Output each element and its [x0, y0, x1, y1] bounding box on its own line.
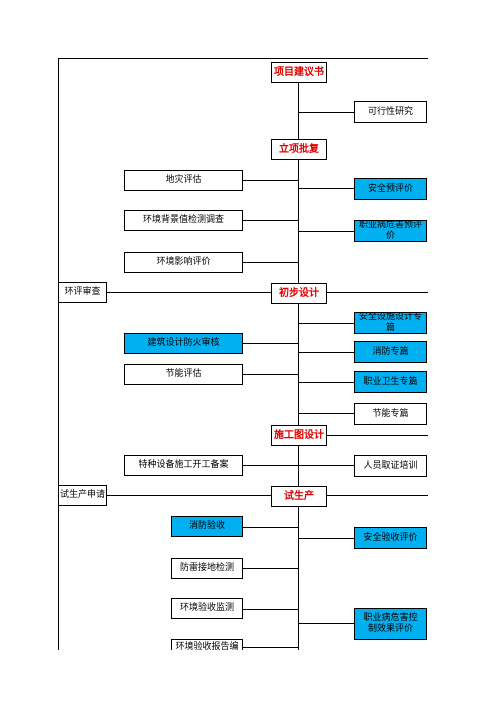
conn-energy-chapter [298, 413, 354, 414]
preliminary-line [106, 292, 428, 293]
box-fire-acceptance: 消防验收 [171, 516, 243, 537]
conn-fire-review [243, 343, 298, 344]
box-lightning: 防雷接地检测 [171, 558, 243, 579]
phase-approval: 立项批复 [271, 139, 327, 160]
box-energy-chapter: 节能专篇 [354, 403, 427, 425]
conn-energy-assessment [243, 374, 298, 375]
box-personnel-training: 人员取证培训 [354, 455, 427, 477]
conn-feasibility [298, 112, 354, 113]
box-env-impact: 环境影响评价 [124, 252, 243, 273]
box-safety-facility: 安全设施设计专篇 [354, 312, 427, 334]
conn-safety-acceptance [298, 538, 354, 539]
conn-fire-chapter [298, 352, 354, 353]
box-geological-hazard: 地灾评估 [124, 170, 243, 191]
construction-line [326, 435, 428, 436]
conn-env-acceptance [243, 609, 298, 610]
conn-env-impact [243, 262, 298, 263]
box-occ-control: 职业病危害控制效果评价 [354, 608, 427, 640]
box-safety-acceptance: 安全验收评价 [354, 527, 427, 549]
conn-safety-pre [298, 188, 354, 189]
phase-trial-production: 试生产 [271, 486, 327, 507]
box-special-equipment: 特种设备施工开工备案 [124, 455, 243, 476]
conn-occ-health [298, 382, 354, 383]
conn-geo [243, 180, 298, 181]
frame-left-line [58, 58, 59, 650]
conn-env-bg [243, 220, 298, 221]
phase-proposal: 项目建议书 [271, 62, 327, 83]
box-feasibility: 可行性研究 [354, 101, 427, 123]
phase-preliminary-design: 初步设计 [271, 283, 327, 304]
box-fire-review: 建筑设计防火审核 [124, 333, 243, 354]
conn-env-report [243, 647, 298, 648]
box-fire-chapter: 消防专篇 [354, 341, 427, 363]
page-cut-mask [0, 650, 496, 702]
main-spine [298, 82, 299, 650]
conn-lightning [243, 568, 298, 569]
trial-line [106, 495, 428, 496]
conn-safety-facility [298, 323, 354, 324]
phase-construction-drawing: 施工图设计 [271, 425, 327, 446]
box-env-background: 环境背景值检测调查 [124, 210, 243, 231]
conn-training [298, 465, 354, 466]
box-energy-assessment: 节能评估 [124, 364, 243, 385]
conn-occ-control [298, 623, 354, 624]
box-eia-review: 环评审查 [58, 282, 107, 303]
conn-special-equipment [243, 465, 298, 466]
frame-top-line [58, 58, 428, 59]
box-occ-health: 职业卫生专篇 [354, 371, 427, 393]
box-safety-pre: 安全预评价 [354, 178, 427, 200]
conn-fire-acceptance [243, 527, 298, 528]
box-env-acceptance: 环境验收监测 [171, 598, 243, 619]
box-trial-application: 试生产申请 [58, 485, 107, 506]
box-occ-hazard-pre: 职业病危害预评价 [354, 220, 427, 242]
conn-occ-pre [298, 231, 354, 232]
